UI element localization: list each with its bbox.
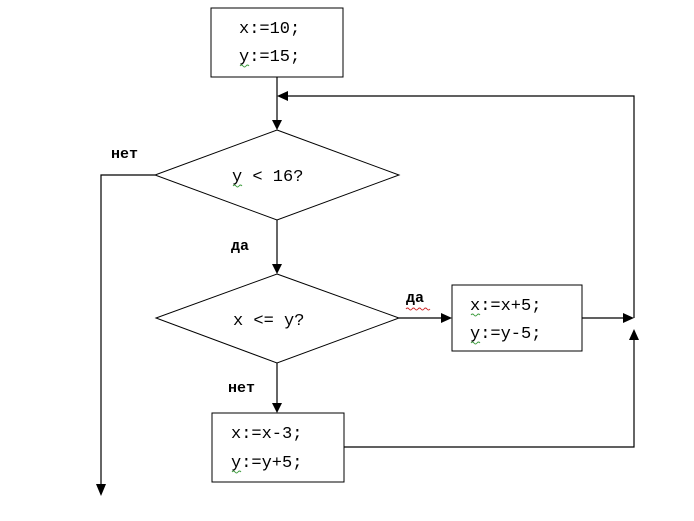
no-block	[211, 412, 345, 483]
arrow-head	[629, 329, 639, 340]
spell-underline	[232, 184, 243, 188]
arrow-head	[272, 120, 282, 130]
yes-line-1: x:=x+5;	[470, 297, 541, 316]
spell-underline	[470, 313, 481, 317]
condition2-no-label: нет	[228, 380, 255, 397]
init-block	[210, 7, 344, 78]
init-line-1: x:=10;	[239, 20, 300, 39]
arrow-head	[272, 264, 282, 274]
connector-no-to-junction	[344, 340, 635, 448]
condition1-no-label: нет	[111, 146, 138, 163]
loop-back-arrow	[277, 91, 288, 101]
spell-underline	[231, 470, 242, 474]
no-line-1: x:=x-3;	[231, 425, 302, 444]
spell-underline	[405, 307, 431, 311]
yes-block	[451, 284, 583, 352]
connector-cond1-no	[100, 174, 155, 485]
spell-underline	[239, 64, 250, 68]
arrow-head	[441, 313, 452, 323]
yes-line-2: y:=y-5;	[470, 325, 541, 344]
condition1-text: y < 16?	[232, 168, 303, 187]
no-line-2: y:=y+5;	[231, 454, 302, 473]
arrow-head	[623, 313, 634, 323]
arrow-head	[272, 403, 282, 413]
condition1-yes-label: да	[231, 238, 249, 255]
condition2-text: x <= y?	[233, 312, 304, 331]
spell-underline	[470, 341, 481, 345]
exit-arrow	[96, 484, 106, 496]
condition2-yes-label: да	[406, 290, 424, 307]
loop-back-line	[287, 95, 635, 318]
init-line-2: y:=15;	[239, 48, 300, 67]
